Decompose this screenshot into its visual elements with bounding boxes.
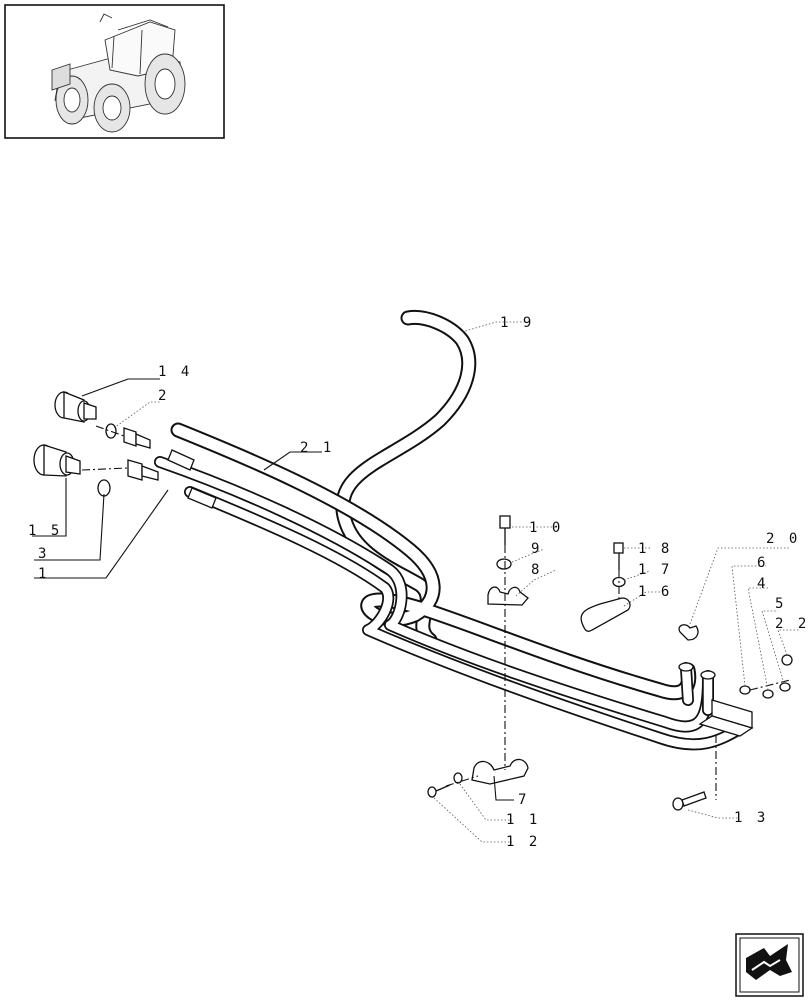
label-20: 2 0	[766, 531, 800, 547]
bolt-18	[613, 542, 624, 570]
bolt-12	[427, 784, 451, 798]
washers-right	[739, 654, 793, 699]
clip-20	[678, 624, 699, 641]
bolt-13	[672, 791, 707, 811]
washer-9	[496, 558, 512, 570]
clip-16	[580, 597, 631, 632]
fitting-14	[54, 391, 97, 423]
seal-ring-2	[105, 423, 117, 439]
label-9: 9	[531, 541, 542, 557]
label-19: 1 9	[500, 315, 534, 331]
label-5: 5	[775, 596, 786, 612]
label-17: 1 7	[638, 562, 672, 578]
washer-11	[453, 772, 463, 784]
label-4: 4	[757, 576, 768, 592]
bolt-10	[499, 515, 511, 545]
label-22: 2 2	[775, 616, 809, 632]
clamp-7	[471, 758, 529, 785]
label-8: 8	[531, 562, 542, 578]
part-labels: 1 9 1 4 2 2 1 1 5 3 1 1 0 9 8 1 8 1 7 1 …	[28, 315, 809, 850]
label-7: 7	[518, 792, 529, 808]
pipe-sleeve	[167, 449, 217, 509]
seal-ring-3	[97, 479, 111, 497]
label-14: 1 4	[158, 364, 192, 380]
next-page-arrow-icon[interactable]	[735, 933, 804, 997]
label-1: 1	[38, 566, 49, 582]
label-3: 3	[38, 546, 49, 562]
label-6: 6	[757, 555, 768, 571]
pipe-bundle-21	[154, 422, 754, 751]
label-2: 2	[158, 388, 169, 404]
label-18: 1 8	[638, 541, 672, 557]
leader-lines	[32, 321, 800, 843]
label-10: 1 0	[529, 520, 563, 536]
tractor-thumbnail-icon[interactable]	[4, 4, 225, 139]
clamp-8	[487, 586, 529, 606]
label-11: 1 1	[506, 812, 540, 828]
fitting-nut-1	[123, 427, 159, 481]
fitting-15	[33, 444, 81, 477]
label-16: 1 6	[638, 584, 672, 600]
pipe-19	[335, 309, 477, 648]
label-15: 1 5	[28, 523, 62, 539]
label-13: 1 3	[734, 810, 768, 826]
label-21: 2 1	[300, 440, 334, 456]
label-12: 1 2	[506, 834, 540, 850]
